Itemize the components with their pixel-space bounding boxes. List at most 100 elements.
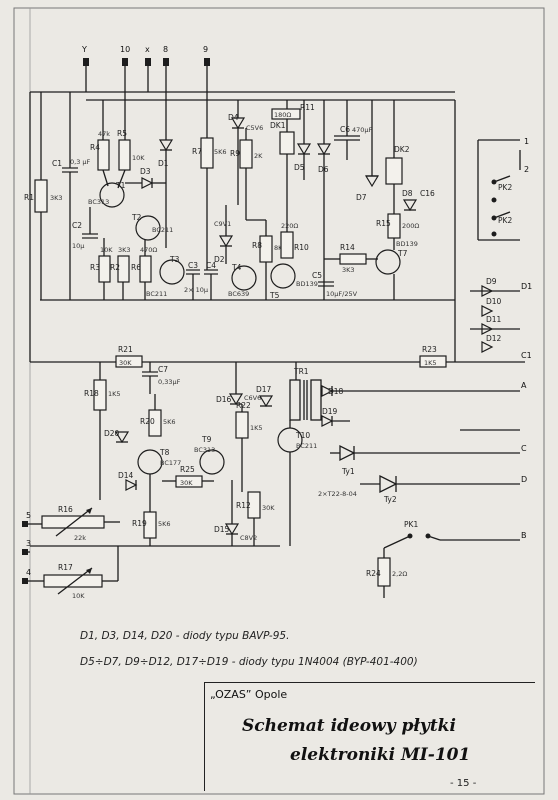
terminal-label-b: B xyxy=(521,531,527,540)
r10-value: 220Ω xyxy=(281,222,298,230)
d2-value: C9V1 xyxy=(214,220,231,228)
r17-label: R17 xyxy=(58,563,73,572)
top-terminals xyxy=(83,58,210,92)
pk2-label-upper: PK2 xyxy=(498,183,512,192)
r23-label: R23 xyxy=(422,345,437,354)
relay-dk2 xyxy=(385,157,403,185)
terminal-label-x: x xyxy=(145,45,150,54)
t8-label: T8 xyxy=(159,448,170,457)
r2-label: R2 xyxy=(110,263,120,272)
r24-value: 2,2Ω xyxy=(392,570,407,578)
d14-label: D14 xyxy=(118,471,134,480)
t5-value: BD139 xyxy=(296,280,318,288)
terminal-label-d: D xyxy=(521,475,527,484)
r19-value: 5K6 xyxy=(158,520,171,528)
dk1-label: DK1 xyxy=(270,121,286,130)
t9-label: T9 xyxy=(201,435,212,444)
resistor-r22 xyxy=(235,411,249,439)
transistor-t1 xyxy=(99,182,125,208)
resistor-r21 xyxy=(115,355,143,368)
resistor-r11 xyxy=(271,108,301,120)
d11-label: D11 xyxy=(486,315,502,324)
r16-value: 22k xyxy=(74,534,86,542)
c5-label: C5 xyxy=(312,271,322,280)
d12-label: D12 xyxy=(486,334,502,343)
diode-d7 xyxy=(364,175,380,188)
r24-label: R24 xyxy=(366,569,381,578)
d16-value: C6V6 xyxy=(244,394,261,402)
diode-note-2: D5÷D7, D9÷D12, D17÷D19 - diody typu 1N40… xyxy=(80,656,418,668)
transistor-t2 xyxy=(135,215,161,241)
t9-value: BC313 xyxy=(194,446,215,454)
terminal-label-3: 3 xyxy=(26,539,31,548)
terminal-label-10: 10 xyxy=(120,45,130,54)
ty-part-label: 2×T22-8-04 xyxy=(318,490,357,498)
zener-d4 xyxy=(230,117,246,130)
d4-label: D4 xyxy=(228,113,239,122)
c16-label: C16 xyxy=(420,189,435,198)
diode-d6 xyxy=(316,143,332,156)
c7-value: 0,33µF xyxy=(158,378,181,386)
d8-label: D8 xyxy=(402,189,413,198)
r10-label: R10 xyxy=(294,243,309,252)
pk2-label-lower: PK2 xyxy=(498,216,512,225)
t10-value: BC211 xyxy=(296,442,317,450)
diode-d12 xyxy=(481,341,494,353)
pk1-label: PK1 xyxy=(404,520,418,529)
r1-label: R1 xyxy=(24,193,34,202)
r20-label: R20 xyxy=(140,417,155,426)
relay-dk1 xyxy=(279,131,295,155)
terminal-label-8: 8 xyxy=(163,45,168,54)
resistor-r6 xyxy=(139,255,152,283)
d6-label: D6 xyxy=(318,165,329,174)
terminal-label-y: Y xyxy=(81,45,87,54)
r25-value: 30K xyxy=(180,479,193,487)
c3-value: 2× 10µ xyxy=(184,286,208,294)
diode-d19 xyxy=(321,415,334,427)
diode-d1 xyxy=(158,139,174,152)
t4-label: T4 xyxy=(231,263,242,272)
tr1-label: TR1 xyxy=(293,367,309,376)
diode-d10 xyxy=(481,305,494,317)
r15-label: R15 xyxy=(376,219,391,228)
d2-label: D2 xyxy=(214,255,225,264)
r21-value: 30K xyxy=(119,359,132,367)
drawing-title-line1: Schemat ideowy płytki xyxy=(242,716,456,736)
transformer-tr1-primary xyxy=(289,379,301,421)
transistor-t9 xyxy=(199,449,225,475)
t1-label: T1 xyxy=(115,181,126,190)
resistor-r3 xyxy=(98,255,111,283)
diode-d17 xyxy=(258,395,274,408)
t3-label: T3 xyxy=(169,255,180,264)
t2-value: BC211 xyxy=(152,226,173,234)
resistor-r10 xyxy=(280,231,294,259)
r15-value: 200Ω xyxy=(402,222,419,230)
r8-value: 8K2 xyxy=(274,244,287,252)
resistor-r1 xyxy=(34,179,48,213)
page-number: - 15 - xyxy=(450,778,477,789)
t2-label: T2 xyxy=(131,213,142,222)
r22-value: 1K5 xyxy=(250,424,263,432)
r4-value: 47k xyxy=(98,130,110,138)
resistor-r20 xyxy=(148,409,162,437)
zener-d2 xyxy=(218,235,234,248)
c7-label: C7 xyxy=(158,365,168,374)
c2-label: C2 xyxy=(72,221,82,230)
r11-label: R11 xyxy=(300,103,315,112)
r22-label: R22 xyxy=(236,401,251,410)
t4-value: BC639 xyxy=(228,290,249,298)
terminal-label-2: 2 xyxy=(524,165,529,174)
terminal-label-4: 4 xyxy=(26,568,31,577)
c6-label: C6 xyxy=(340,125,350,134)
diode-d14 xyxy=(125,479,138,491)
d9-label: D9 xyxy=(486,277,497,286)
diode-d18 xyxy=(321,385,334,397)
transistor-t8 xyxy=(137,449,163,475)
r21-label: R21 xyxy=(118,345,133,354)
c1-label: C1 xyxy=(52,159,62,168)
r9-label: R9 xyxy=(230,149,240,158)
terminal-label-9: 9 xyxy=(203,45,208,54)
d4-value: C5V6 xyxy=(246,124,263,132)
c4-label: C4 xyxy=(206,261,216,270)
r6-value: 470Ω xyxy=(140,246,157,254)
